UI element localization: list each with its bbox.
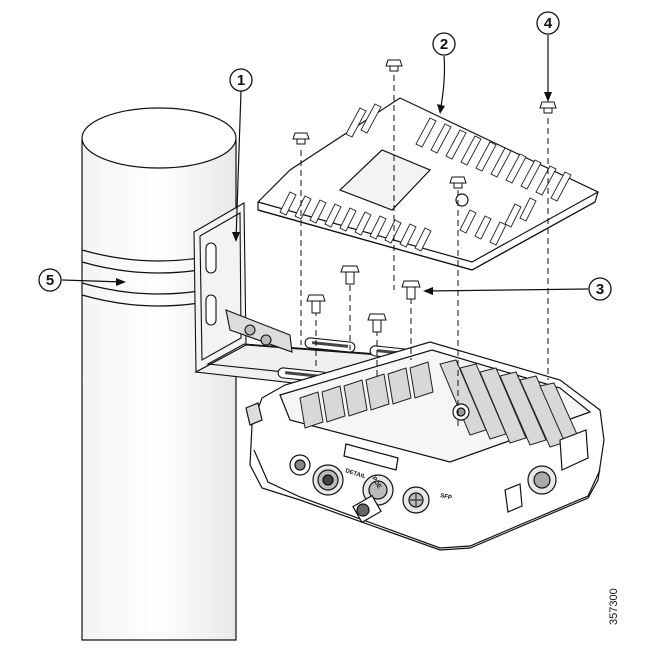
figure-id: 357300	[608, 588, 620, 625]
callout-3-label: 3	[596, 281, 604, 298]
screw-icon	[385, 59, 403, 72]
screw-icon	[367, 313, 387, 333]
screw-icon	[401, 280, 421, 300]
port-label-sfp: SFP	[440, 493, 453, 501]
screw-icon	[340, 265, 360, 285]
callout-4: 4	[536, 11, 560, 35]
mounting-plate	[257, 97, 599, 271]
leader-arrowheads	[116, 92, 552, 295]
alignment-lines	[300, 75, 549, 430]
screw-icon	[292, 132, 310, 145]
callout-1-label: 1	[237, 72, 245, 89]
callout-5-label: 5	[46, 272, 54, 289]
connector-right	[504, 465, 557, 513]
connector-sfp	[402, 486, 430, 514]
callout-4-label: 4	[544, 15, 553, 32]
connector-left	[289, 454, 311, 476]
screw-icon	[449, 176, 467, 189]
callout-2-label: 2	[440, 36, 448, 53]
callout-2: 2	[432, 32, 456, 56]
access-point	[245, 341, 605, 551]
callout-3: 3	[588, 277, 612, 301]
plate-screws	[292, 59, 557, 189]
screw-icon	[306, 294, 326, 314]
connector-gland	[352, 474, 394, 524]
callout-1: 1	[229, 68, 253, 92]
port-label-poe: POE	[370, 476, 382, 490]
screw-icon	[539, 101, 557, 114]
bracket-screws	[306, 265, 421, 333]
callout-5: 5	[38, 268, 62, 292]
connector-power	[312, 464, 344, 496]
mounting-bracket	[193, 202, 447, 396]
